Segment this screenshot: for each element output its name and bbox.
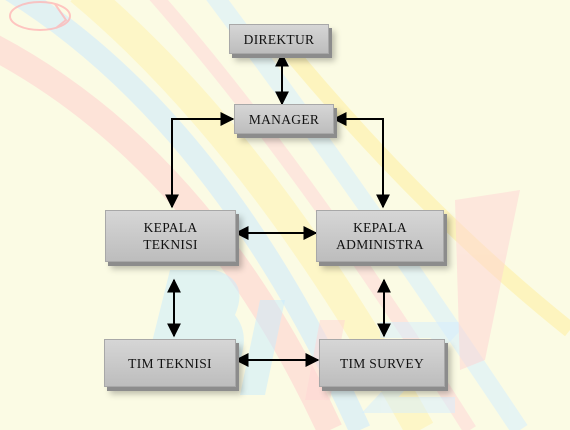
node-kepala-teknisi-label: KEPALA TEKNISI xyxy=(143,220,198,252)
node-manager-label: MANAGER xyxy=(248,111,320,127)
arrow-manager-kepala-teknisi xyxy=(165,112,235,209)
node-direktur-label: DIREKTUR xyxy=(243,31,315,47)
node-tim-teknisi-label: TIM TEKNISI xyxy=(128,355,212,371)
node-kepala-administrasi: KEPALA ADMINISTRA xyxy=(316,210,444,262)
node-kepala-teknisi: KEPALA TEKNISI xyxy=(105,210,236,262)
node-tim-teknisi: TIM TEKNISI xyxy=(104,339,236,387)
blitz-logo xyxy=(9,1,71,31)
node-manager: MANAGER xyxy=(234,104,334,134)
arrow-manager-kepala-administrasi xyxy=(332,112,390,209)
node-kepala-administrasi-label: KEPALA ADMINISTRA xyxy=(336,220,424,252)
node-tim-survey: TIM SURVEY xyxy=(319,339,445,387)
node-direktur: DIREKTUR xyxy=(229,24,329,54)
node-tim-survey-label: TIM SURVEY xyxy=(339,355,425,371)
